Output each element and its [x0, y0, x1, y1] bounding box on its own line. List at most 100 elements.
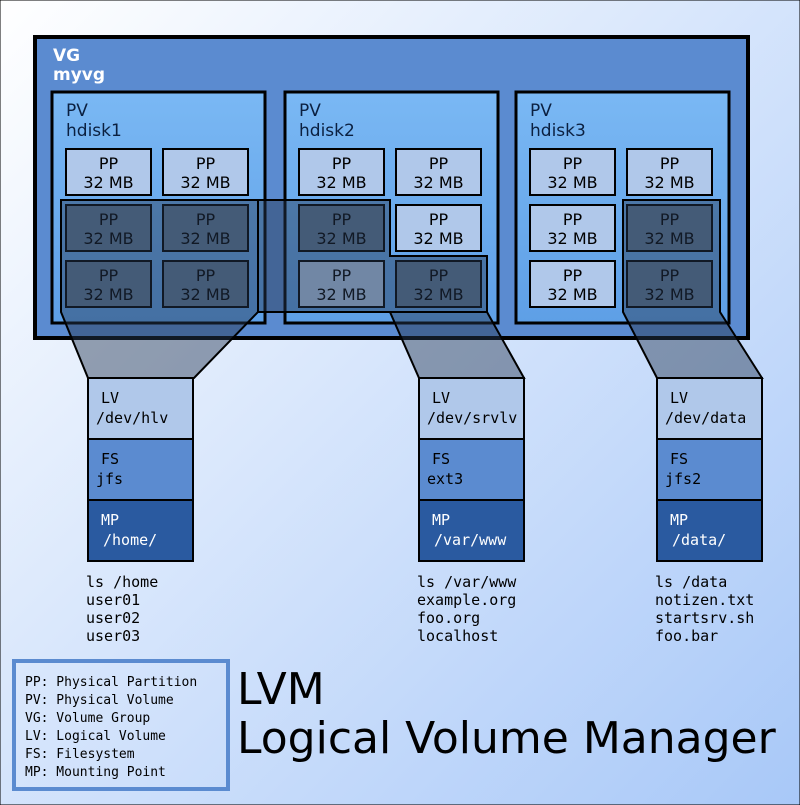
mp-name-label: /data/	[672, 531, 726, 549]
fs-type-label: FS	[432, 450, 450, 468]
mp-box	[87, 499, 194, 562]
pp-box	[626, 260, 713, 308]
pp-box	[162, 260, 249, 308]
pp-size-label: 32 MB	[180, 173, 230, 192]
legend-item-pp: PP: Physical Partition	[25, 675, 197, 690]
lv-block: LV/dev/data	[656, 377, 763, 440]
pp-box	[298, 260, 385, 308]
legend-item-vg: VG: Volume Group	[25, 711, 150, 726]
title-line2: Logical Volume Manager	[237, 713, 777, 764]
pp-label: PP	[99, 266, 119, 285]
pp-box	[395, 260, 482, 308]
pv-type-label: PV	[299, 101, 321, 121]
ls-output-line: notizen.txt	[655, 591, 754, 609]
fs-type-label: FS	[101, 450, 119, 468]
pp-box	[65, 260, 152, 308]
link-hlv-span	[257, 199, 488, 313]
legend-item-pv: PV: Physical Volume	[25, 693, 174, 708]
mp-type-label: MP	[101, 511, 119, 529]
pp-label: PP	[563, 154, 583, 173]
pp-label: PP	[196, 154, 216, 173]
ls-output-line: user01	[86, 591, 140, 609]
pp-size-label: 32 MB	[83, 285, 133, 304]
legend-box	[12, 659, 230, 791]
pv-name-label: hdisk3	[530, 121, 586, 141]
pp-size-label: 32 MB	[180, 229, 230, 248]
pp-label: PP	[563, 210, 583, 229]
pp-box	[395, 148, 482, 196]
lv-box	[656, 377, 763, 440]
pv-name-label: hdisk1	[66, 121, 122, 141]
mp-name-label: /var/www	[434, 531, 507, 549]
ls-command: ls /var/www	[417, 573, 517, 591]
legend-item-mp: MP: Mounting Point	[25, 765, 166, 780]
ls-output-line: foo.org	[417, 609, 480, 627]
pp-box	[395, 204, 482, 252]
pp-box	[162, 204, 249, 252]
mp-block: MP/var/www	[418, 499, 525, 562]
pv-type-label: PV	[530, 101, 552, 121]
mp-box	[656, 499, 763, 562]
legend-item-fs: FS: Filesystem	[25, 747, 135, 762]
pp-box	[626, 148, 713, 196]
lv-block: LV/dev/hlv	[87, 377, 194, 440]
pp-size-label: 32 MB	[83, 173, 133, 192]
fs-name-label: jfs2	[665, 470, 701, 488]
mp-box	[418, 499, 525, 562]
pp-size-label: 32 MB	[316, 285, 366, 304]
mp-block: MP/data/	[656, 499, 763, 562]
pv-type-label: PV	[66, 101, 88, 121]
pp-size-label: 32 MB	[644, 173, 694, 192]
legend-item-lv: LV: Logical Volume	[25, 729, 166, 744]
ls-output-line: foo.bar	[655, 627, 718, 645]
pp-to-lv-links	[60, 199, 764, 379]
ls-output-line: example.org	[417, 591, 516, 609]
pp-size-label: 32 MB	[83, 229, 133, 248]
pp-size-label: 32 MB	[413, 173, 463, 192]
mp-block: MP/home/	[87, 499, 194, 562]
fs-box	[656, 438, 763, 501]
ls-output-line: startsrv.sh	[655, 609, 754, 627]
lv-type-label: LV	[101, 389, 119, 407]
pp-box	[162, 148, 249, 196]
pp-label: PP	[660, 266, 680, 285]
pp-label: PP	[196, 210, 216, 229]
pv-name-label: hdisk2	[299, 121, 355, 141]
pp-label: PP	[99, 154, 119, 173]
pp-size-label: 32 MB	[547, 229, 597, 248]
pp-size-label: 32 MB	[644, 285, 694, 304]
lv-type-label: LV	[432, 389, 450, 407]
lv-name-label: /dev/hlv	[96, 409, 168, 427]
pp-size-label: 32 MB	[547, 173, 597, 192]
pp-size-label: 32 MB	[180, 285, 230, 304]
pp-box	[529, 204, 616, 252]
pp-size-label: 32 MB	[413, 285, 463, 304]
pp-size-label: 32 MB	[316, 229, 366, 248]
pp-label: PP	[429, 266, 449, 285]
lv-name-label: /dev/data	[665, 409, 746, 427]
ls-command: ls /data	[655, 573, 727, 591]
pp-label: PP	[660, 154, 680, 173]
fs-name-label: ext3	[427, 470, 463, 488]
lv-name-label: /dev/srvlv	[427, 409, 517, 427]
pp-label: PP	[429, 210, 449, 229]
pp-label: PP	[660, 210, 680, 229]
pp-label: PP	[563, 266, 583, 285]
fs-block: FS jfs	[87, 438, 194, 501]
mp-type-label: MP	[670, 511, 688, 529]
fs-name-label: jfs	[96, 470, 123, 488]
